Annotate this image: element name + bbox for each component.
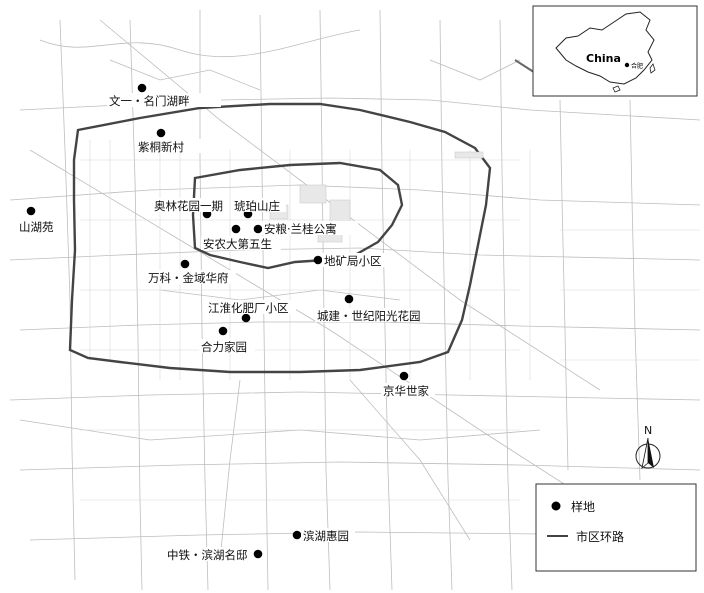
site-point xyxy=(344,294,354,304)
site-label: 城建・世纪阳光花园 xyxy=(317,309,421,323)
site-point xyxy=(231,224,241,234)
site-label: 琥珀山庄 xyxy=(234,199,280,213)
north-arrow: N xyxy=(635,424,661,470)
site-label: 万科・金域华府 xyxy=(148,271,229,285)
street-network xyxy=(9,9,701,591)
site-label: 安农大第五生 xyxy=(203,237,272,251)
north-label: N xyxy=(644,424,652,437)
site-point xyxy=(218,326,228,336)
site-point xyxy=(253,549,263,559)
inset-map: China 合肥 xyxy=(532,5,698,97)
site-label: 京华世家 xyxy=(383,384,429,398)
legend-site-symbol xyxy=(551,501,561,511)
hainan-island xyxy=(612,85,621,93)
ring-road-outer xyxy=(68,102,492,374)
site-label: 山湖苑 xyxy=(19,220,54,234)
site-label: 地矿局小区 xyxy=(324,254,382,268)
china-outline xyxy=(555,11,655,85)
site-point xyxy=(313,255,323,265)
site-label: 江淮化肥厂小区 xyxy=(208,301,289,315)
site-label: 紫桐新村 xyxy=(138,140,184,154)
site-label: 中铁・滨湖名邸 xyxy=(167,548,248,562)
site-label: 安粮·兰桂公寓 xyxy=(264,222,337,236)
site-label: 奥林花园一期 xyxy=(154,199,223,213)
legend-ring-label: 市区环路 xyxy=(576,529,624,544)
site-label: 文一・名门湖畔 xyxy=(109,94,190,108)
ring-road-inner xyxy=(191,161,404,270)
site-point xyxy=(26,206,36,216)
legend-site-label: 样地 xyxy=(571,499,595,514)
legend: 样地 市区环路 xyxy=(535,483,697,572)
site-point xyxy=(292,530,302,540)
site-point xyxy=(253,224,263,234)
inset-city-label: 合肥 xyxy=(631,62,643,70)
site-label: 合力家园 xyxy=(201,340,247,354)
site-labels: 文一・名门湖畔 紫桐新村 山湖苑 奥林花园一期 琥珀山庄 安粮·兰桂公寓 安农大… xyxy=(17,93,435,562)
inset-country-label: China xyxy=(586,52,621,65)
site-point xyxy=(399,371,409,381)
site-point xyxy=(180,259,190,269)
taiwan-island xyxy=(649,63,656,74)
site-label: 滨湖惠园 xyxy=(303,529,349,543)
hefei-point xyxy=(624,62,630,68)
site-point xyxy=(156,128,166,138)
site-point xyxy=(137,83,147,93)
minor-streets xyxy=(80,140,700,501)
site-point xyxy=(241,313,251,323)
